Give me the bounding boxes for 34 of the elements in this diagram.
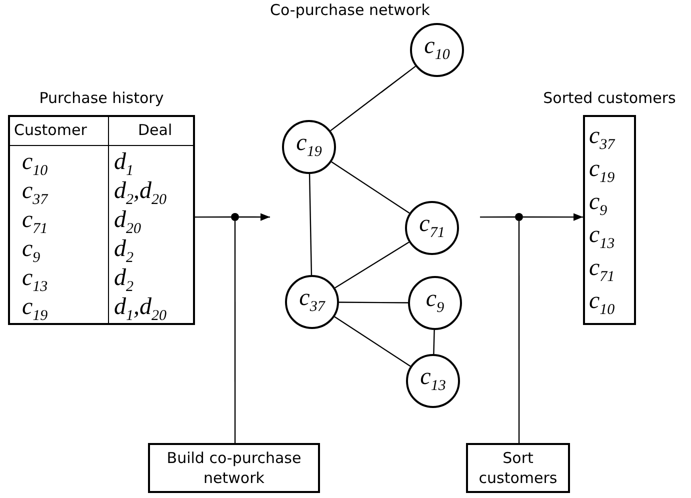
connector-line [308,174,312,276]
customer-id: c$_{37}$ [589,122,615,155]
connector-line [195,216,231,218]
process-box: Build co-purchase network [148,443,320,493]
customer-id: c$_{19}$ [589,155,615,188]
connector-line [480,216,515,218]
connector-line [433,330,435,354]
junction-dot [231,213,239,221]
connector-line [330,66,416,132]
customer-node: c$_{19}$ [282,120,336,174]
customer-node: c$_{9}$ [408,276,462,330]
section-title: Purchase history [38,89,165,107]
customer-node: c$_{71}$ [405,201,459,255]
section-title: Sorted customers [543,89,676,107]
arrow [239,213,270,221]
customer-id: c$_{9}$ [589,188,608,221]
process-box: Sort customers [466,443,570,493]
connector-line [334,242,410,288]
customer-id: c$_{71}$ [589,254,615,287]
arrow [523,213,583,221]
connector-line [334,316,411,367]
connector-line [518,221,520,443]
column-header: Deal [138,121,172,139]
customer-node: c$_{37}$ [285,275,339,329]
connector-line [331,161,410,214]
connector-line [339,302,408,304]
connector-line [234,221,236,443]
customer-node: c$_{13}$ [406,354,460,408]
column-header: Customer [14,121,87,139]
customer-node: c$_{10}$ [410,23,464,77]
customer-id: c$_{10}$ [589,287,615,320]
customer-id: c$_{13}$ [589,221,615,254]
junction-dot [515,213,523,221]
network-title: Co-purchase network [270,1,430,19]
